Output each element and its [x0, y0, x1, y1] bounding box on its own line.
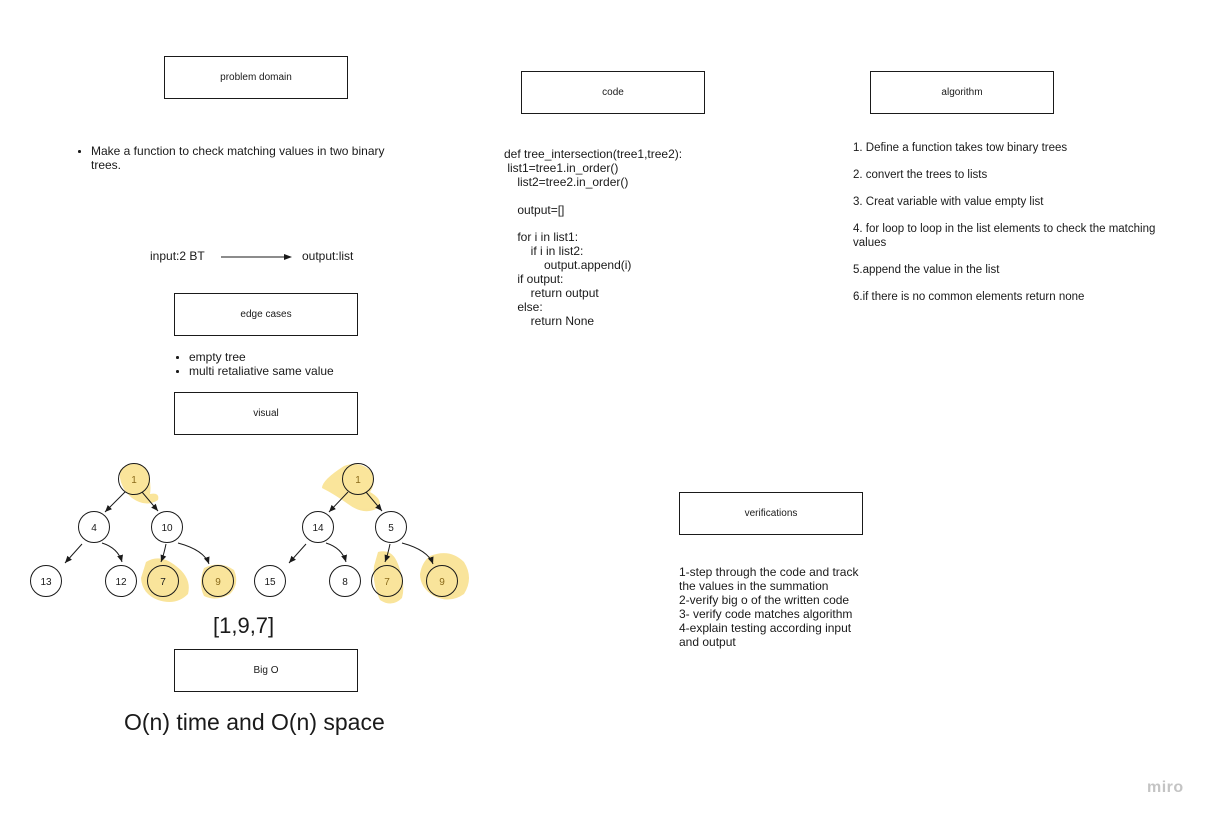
algorithm-step: 1. Define a function takes tow binary tr… [853, 142, 1068, 154]
algorithm-step: 5.append the value in the list [853, 263, 1000, 276]
tree2-node-right[interactable] [375, 511, 407, 543]
tree1-edge [64, 543, 83, 564]
miro-logo: miro [1147, 779, 1184, 796]
tree1-edge [177, 542, 210, 565]
verifications-box[interactable]: verifications [679, 492, 863, 535]
input-label: input:2 BT [150, 249, 205, 263]
algorithm-step: 3. Creat variable with value empty list [853, 196, 1044, 208]
tree1-left-right-label: 12 [115, 577, 127, 588]
tree2-node-root[interactable] [342, 463, 374, 495]
tree1-left-left-label: 13 [40, 577, 52, 588]
tree1-node-right-left[interactable] [147, 565, 179, 597]
tree2-left-label: 14 [312, 523, 324, 534]
edge-cases-box[interactable]: edge cases [174, 293, 358, 336]
tree1-right-left-label: 7 [160, 577, 166, 588]
verifications-text: 1-step through the code and track the va… [679, 565, 859, 649]
edge-case-item: empty tree [176, 350, 334, 364]
right-arrow-icon [221, 254, 292, 260]
tree1-root-label: 1 [131, 475, 137, 486]
edge-cases-label: edge cases [240, 309, 292, 320]
tree2-left-left-label: 15 [264, 577, 276, 588]
tree1-node-left-left[interactable] [30, 565, 62, 597]
tree1-node-right[interactable] [151, 511, 183, 543]
tree1-right-right-label: 9 [215, 577, 221, 588]
algorithm-label: algorithm [941, 87, 983, 98]
tree2-right-right-label: 9 [439, 577, 445, 588]
problem-description: Make a function to check matching values… [78, 144, 408, 172]
tree1-node-right-right[interactable] [202, 565, 234, 597]
tree2-root-label: 1 [355, 475, 361, 486]
problem-bullet: Make a function to check matching values… [78, 144, 408, 172]
tree1-edge [141, 491, 159, 512]
tree1-node-root[interactable] [118, 463, 150, 495]
algorithm-steps: 1. Define a function takes tow binary tr… [853, 142, 1173, 318]
tree1-node-left-right[interactable] [105, 565, 137, 597]
big-o-label: Big O [253, 665, 279, 676]
code-block: def tree_intersection(tree1,tree2): list… [504, 147, 683, 328]
highlight-tree2-node-9 [420, 553, 469, 600]
edge-case-item: multi retaliative same value [176, 364, 334, 378]
highlight-tree2-node-7 [373, 551, 404, 604]
highlight-tree1-root [120, 463, 159, 504]
tree2-edge [365, 491, 383, 512]
tree2-node-left-left[interactable] [254, 565, 286, 597]
highlight-tree1-node-9 [201, 564, 237, 599]
tree2-edge [328, 491, 349, 513]
tree1-edge [160, 543, 167, 563]
visual-label: visual [253, 408, 279, 419]
tree2-node-left[interactable] [302, 511, 334, 543]
tree2-node-right-right[interactable] [426, 565, 458, 597]
problem-domain-box[interactable]: problem domain [164, 56, 348, 99]
tree2-edge [401, 542, 434, 565]
binary-trees-diagram: 1 4 10 13 12 7 9 1 14 5 15 8 7 9 [30, 463, 469, 604]
code-label: code [602, 87, 624, 98]
verifications-label: verifications [744, 508, 798, 519]
algorithm-step: 6.if there is no common elements return … [853, 290, 1085, 303]
tree2-edge [325, 542, 347, 563]
tree1-edge [104, 491, 126, 513]
visual-box[interactable]: visual [174, 392, 358, 435]
tree2-right-left-label: 7 [384, 577, 390, 588]
big-o-box[interactable]: Big O [174, 649, 358, 692]
algorithm-step: 2. convert the trees to lists [853, 169, 988, 181]
tree2-right-label: 5 [388, 523, 394, 534]
output-label: output:list [302, 249, 354, 263]
highlight-tree2-root [322, 464, 380, 512]
edge-cases-list: empty tree multi retaliative same value [176, 350, 334, 378]
tree1-node-left[interactable] [78, 511, 110, 543]
intersection-result: [1,9,7] [213, 613, 275, 638]
tree2-edge [288, 543, 307, 564]
algorithm-box[interactable]: algorithm [870, 71, 1054, 114]
tree1-right-label: 10 [161, 523, 173, 534]
tree2-node-left-right[interactable] [329, 565, 361, 597]
tree1-edge [101, 542, 123, 563]
code-box[interactable]: code [521, 71, 705, 114]
big-o-text: O(n) time and O(n) space [124, 709, 385, 735]
tree2-node-right-left[interactable] [371, 565, 403, 597]
tree2-edge [384, 543, 391, 563]
tree2-left-right-label: 8 [342, 577, 348, 588]
algorithm-step: 4. for loop to loop in the list elements… [853, 223, 1156, 249]
tree1-left-label: 4 [91, 523, 97, 534]
problem-domain-label: problem domain [220, 72, 292, 83]
